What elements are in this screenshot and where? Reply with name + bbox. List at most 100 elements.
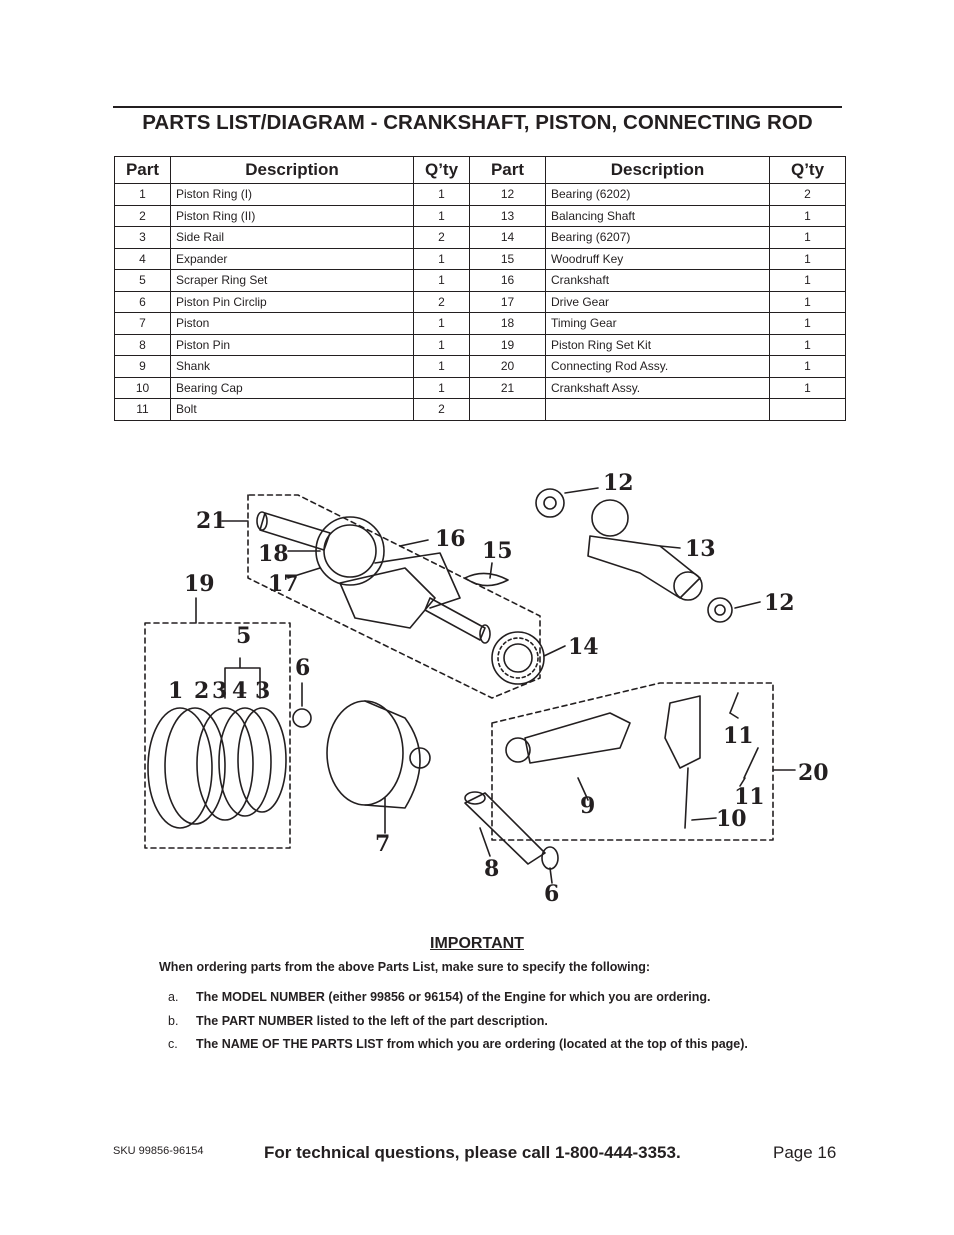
important-intro: When ordering parts from the above Parts… (159, 960, 651, 974)
header-qty: Q’ty (769, 156, 846, 184)
part-number-cell: 17 (469, 290, 546, 313)
header-part: Part (469, 156, 546, 184)
piston-drawing (326, 700, 431, 809)
callout-number: 3 (255, 678, 270, 704)
callout-number: 11 (734, 784, 765, 810)
quantity-cell: 1 (413, 247, 470, 270)
header-description: Description (545, 156, 770, 184)
description-cell: Crankshaft Assy. (545, 376, 770, 399)
description-cell: Balancing Shaft (545, 204, 770, 227)
quantity-cell: 1 (413, 355, 470, 378)
note-text: The NAME OF THE PARTS LIST from which yo… (196, 1037, 748, 1051)
description-cell: Expander (170, 247, 414, 270)
quantity-cell: 1 (769, 226, 846, 249)
part-number-cell: 20 (469, 355, 546, 378)
callout-number: 6 (295, 655, 310, 681)
part-number-cell: 9 (114, 355, 171, 378)
description-cell: Piston Ring Set Kit (545, 333, 770, 356)
part-number-cell: 5 (114, 269, 171, 292)
quantity-cell: 1 (413, 312, 470, 335)
woodruff-key-drawing (464, 572, 509, 587)
connecting-rod-drawing (505, 692, 759, 829)
description-cell: Scraper Ring Set (170, 269, 414, 292)
callout-number: 7 (375, 831, 390, 857)
important-heading: IMPORTANT (430, 935, 524, 952)
part-number-cell: 15 (469, 247, 546, 270)
balancing-shaft-drawing (535, 488, 733, 623)
header-description: Description (170, 156, 414, 184)
part-number-cell: 1 (114, 183, 171, 206)
description-cell: Drive Gear (545, 290, 770, 313)
part-number-cell: 12 (469, 183, 546, 206)
part-number-cell: 11 (114, 398, 171, 421)
crankshaft-drawing (256, 511, 491, 644)
table-header-row: Part Description Q’ty Part Description Q… (114, 156, 846, 184)
part-number-cell: 7 (114, 312, 171, 335)
quantity-cell: 2 (413, 290, 470, 313)
part-number-cell: 2 (114, 204, 171, 227)
bearing-6207-drawing (491, 631, 545, 685)
callout-number: 1 (168, 678, 183, 704)
callout-number: 10 (716, 806, 747, 832)
description-cell: Crankshaft (545, 269, 770, 292)
quantity-cell: 1 (769, 355, 846, 378)
quantity-cell: 1 (769, 204, 846, 227)
description-cell: Bearing (6207) (545, 226, 770, 249)
circlip-drawing (292, 708, 312, 728)
callout-number: 15 (482, 538, 513, 564)
part-number-cell: 14 (469, 226, 546, 249)
callout-number: 20 (798, 760, 829, 786)
callout-number: 14 (568, 634, 599, 660)
description-cell: Piston Ring (II) (170, 204, 414, 227)
quantity-cell: 1 (413, 376, 470, 399)
part-number-cell: 4 (114, 247, 171, 270)
connecting-rod-assembly-outline (491, 682, 774, 841)
callout-number: 19 (184, 571, 215, 597)
description-cell: Connecting Rod Assy. (545, 355, 770, 378)
part-number-cell: 18 (469, 312, 546, 335)
description-cell: Woodruff Key (545, 247, 770, 270)
note-letter: b. (168, 1014, 179, 1028)
description-cell: Bolt (170, 398, 414, 421)
callout-number: 16 (435, 526, 466, 552)
page-number: Page 16 (773, 1143, 837, 1162)
quantity-cell: 1 (413, 183, 470, 206)
crankshaft-assembly-outline (247, 494, 541, 699)
part-number-cell: 19 (469, 333, 546, 356)
note-letter: c. (168, 1037, 178, 1051)
callout-number: 6 (544, 881, 559, 907)
callout-number: 18 (258, 541, 289, 567)
page-title: PARTS LIST/DIAGRAM - CRANKSHAFT, PISTON,… (113, 106, 842, 135)
piston-pin-drawing (464, 791, 559, 870)
quantity-cell: 1 (769, 312, 846, 335)
quantity-cell: 2 (413, 226, 470, 249)
quantity-cell: 1 (769, 376, 846, 399)
quantity-cell: 1 (413, 333, 470, 356)
note-text: The MODEL NUMBER (either 99856 or 96154)… (196, 990, 711, 1004)
description-cell: Bearing (6202) (545, 183, 770, 206)
note-letter: a. (168, 990, 179, 1004)
quantity-cell: 1 (413, 269, 470, 292)
callout-number: 5 (236, 623, 251, 649)
callout-number: 4 (232, 678, 247, 704)
callout-number: 9 (580, 793, 595, 819)
description-cell: Piston Pin Circlip (170, 290, 414, 313)
part-number-cell: 6 (114, 290, 171, 313)
callout-number: 8 (484, 856, 499, 882)
callout-number: 3 (212, 678, 227, 704)
tech-support-line: For technical questions, please call 1-8… (264, 1143, 681, 1162)
callout-number: 11 (723, 723, 754, 749)
callout-number: 2 (194, 678, 209, 704)
callout-number: 13 (685, 536, 716, 562)
callout-number: 17 (268, 571, 299, 597)
note-text: The PART NUMBER listed to the left of th… (196, 1014, 548, 1028)
